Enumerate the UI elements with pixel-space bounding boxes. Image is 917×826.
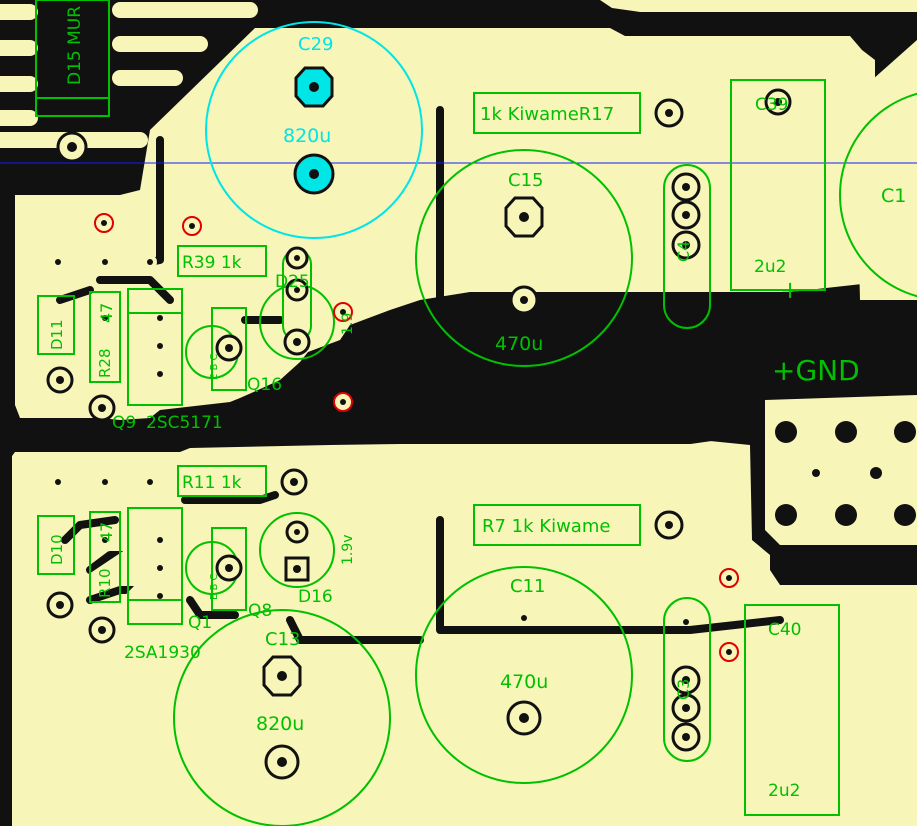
component-outlines bbox=[35, 0, 840, 816]
d16-outline bbox=[259, 512, 335, 588]
label-d25: D25 bbox=[275, 272, 310, 292]
copper-pour-right-big bbox=[855, 40, 917, 300]
capacitor-outlines bbox=[173, 21, 917, 826]
label-gnd: +GND bbox=[772, 354, 860, 387]
c11-outline bbox=[415, 566, 633, 784]
clearance-channels bbox=[56, 106, 884, 644]
label-q9-part: 2SC5171 bbox=[146, 413, 223, 433]
label-c29-value: 820u bbox=[283, 125, 331, 147]
c29-outline bbox=[205, 21, 423, 239]
gnd-mount-holes bbox=[775, 421, 916, 526]
r39-body bbox=[177, 245, 267, 277]
c4-body bbox=[663, 164, 711, 329]
label-d11: D11 bbox=[48, 319, 66, 350]
label-voltage-bottom: 1.9v bbox=[340, 534, 356, 565]
label-r10: R10 bbox=[96, 568, 114, 598]
label-c29: C29 bbox=[298, 34, 333, 55]
c13-outline bbox=[173, 609, 391, 826]
via-holes bbox=[101, 220, 732, 655]
label-c11: C11 bbox=[510, 576, 545, 597]
label-voltage-top: 1.9 bbox=[340, 313, 356, 335]
label-ecb-top: E B C bbox=[209, 353, 220, 380]
r11-body bbox=[177, 465, 267, 497]
d15-body bbox=[35, 0, 110, 117]
label-d10: D10 bbox=[48, 534, 66, 565]
label-c40-value: 2u2 bbox=[768, 781, 800, 801]
label-c40: C40 bbox=[768, 620, 802, 640]
r28-body bbox=[89, 291, 121, 383]
label-r10-value: 47 bbox=[97, 522, 116, 542]
label-q1: Q1 bbox=[188, 613, 212, 633]
label-d15: D15 MUR bbox=[65, 6, 85, 85]
label-q8: Q8 bbox=[248, 601, 272, 621]
r10-body bbox=[89, 511, 121, 603]
q9-body bbox=[127, 288, 183, 406]
label-r11: R11 1k bbox=[182, 473, 242, 493]
c15-outline bbox=[415, 149, 633, 367]
label-c13-value: 820u bbox=[256, 713, 304, 735]
label-c39-value: 2u2 bbox=[754, 257, 786, 277]
r7-body bbox=[473, 504, 641, 546]
q16-body bbox=[211, 307, 247, 391]
label-r39: R39 1k bbox=[182, 253, 242, 273]
top-left-traces bbox=[0, 2, 258, 148]
label-r28: R28 bbox=[96, 348, 114, 378]
q8-body bbox=[211, 527, 247, 611]
label-q1-part: 2SA1930 bbox=[124, 643, 201, 663]
octagon-pads bbox=[262, 66, 544, 697]
label-c13: C13 bbox=[265, 629, 300, 650]
c39-body bbox=[730, 79, 826, 291]
label-c39: C39 bbox=[755, 95, 789, 115]
d10-body bbox=[37, 515, 75, 575]
c3-body bbox=[663, 597, 711, 762]
label-c15-value: 470u bbox=[495, 333, 543, 355]
r17-body bbox=[473, 92, 641, 134]
label-c15: C15 bbox=[508, 170, 543, 191]
label-q16: Q16 bbox=[247, 375, 282, 395]
label-ecb-bottom: E B C bbox=[209, 573, 220, 600]
label-c11-value: 470u bbox=[500, 671, 548, 693]
copper-pour-top-right bbox=[600, 0, 917, 12]
pad-holes bbox=[56, 98, 782, 767]
label-c4: C4 bbox=[674, 241, 693, 262]
c40-body bbox=[744, 604, 840, 816]
label-c1: C1 bbox=[881, 185, 906, 207]
c1-outline bbox=[839, 92, 917, 298]
label-q9: Q9 bbox=[112, 413, 136, 433]
label-r17: 1k KiwameR17 bbox=[480, 104, 614, 125]
small-pads bbox=[55, 259, 163, 599]
label-r28-value: 47 bbox=[97, 303, 116, 323]
label-c3: C3 bbox=[674, 679, 693, 700]
octagon-holes bbox=[277, 82, 529, 681]
gnd-pad-area bbox=[765, 395, 917, 545]
d11-body bbox=[37, 295, 75, 355]
q1-body bbox=[127, 507, 183, 625]
label-r7: R7 1k Kiwame bbox=[482, 516, 610, 537]
label-d16: D16 bbox=[298, 587, 333, 607]
label-plus-top: + bbox=[780, 276, 800, 304]
